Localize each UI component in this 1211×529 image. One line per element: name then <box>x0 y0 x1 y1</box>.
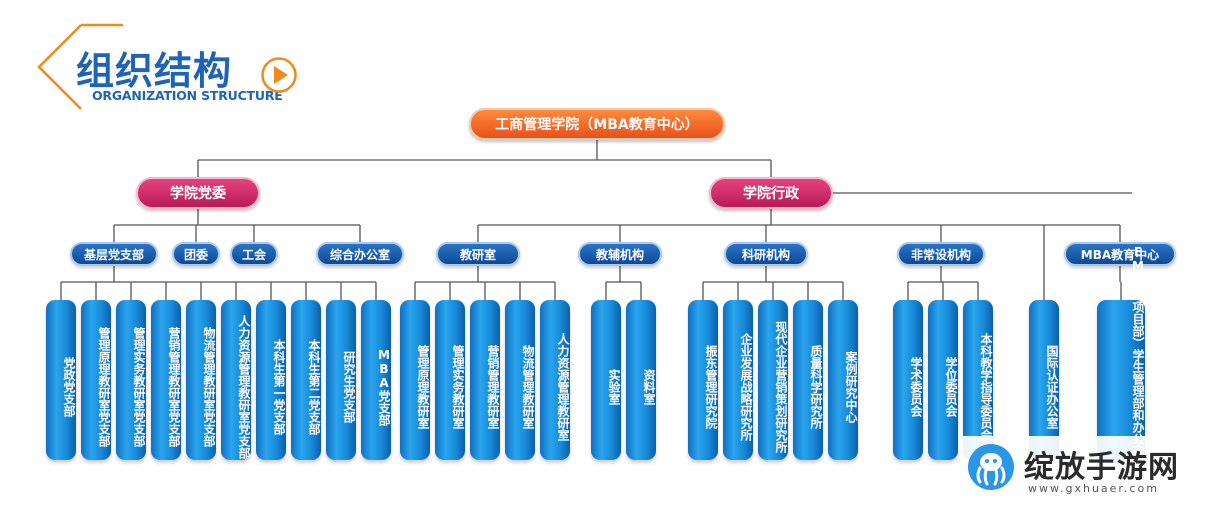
leaf-node: 企业发展战略研究所 <box>723 300 753 460</box>
leaf-node: 营销管理教研室党支部 <box>151 300 181 460</box>
root-node: 工商管理学院（MBA教育中心） <box>469 108 725 140</box>
leaf-node: 质量科学研究所 <box>793 300 823 460</box>
unit-node: 综合办公室 <box>316 242 404 266</box>
branch-node: 学院党委 <box>136 177 260 209</box>
leaf-node: 学术委员会 <box>893 300 923 460</box>
leaf-node: 资料室 <box>626 300 656 460</box>
leaf-node: 实验室 <box>591 300 621 460</box>
leaf-node: 营销管理教研室 <box>470 300 500 460</box>
play-icon[interactable] <box>260 56 298 94</box>
leaf-node: 振东管理研究院 <box>688 300 718 460</box>
leaf-node: 本科生第二党支部 <box>291 300 321 460</box>
watermark: 绽放手游网 www.gxhuaer.com <box>960 436 1210 500</box>
branch-node: 学院行政 <box>709 177 833 209</box>
watermark-name: 绽放手游网 <box>1024 450 1179 485</box>
unit-node: 团委 <box>172 242 220 266</box>
unit-node: 教研室 <box>436 242 520 266</box>
leaf-node: 现代企业营销策划研究所 <box>758 300 788 460</box>
leaf-node: 人力资源管理教研室 <box>540 300 570 460</box>
leaf-node: 人力资源管理教研室党支部 <box>221 300 251 460</box>
leaf-node: 研究生党支部 <box>326 300 356 460</box>
org-chart: 工商管理学院（MBA教育中心）学院党委学院行政基层党支部党政党支部管理原理教研室… <box>46 108 1176 529</box>
leaf-node: 本科生第一党支部 <box>256 300 286 460</box>
leaf-node: 物流管理教研室党支部 <box>186 300 216 460</box>
leaf-node: 管理实务教研室党支部 <box>116 300 146 460</box>
watermark-url: www.gxhuaer.com <box>1028 482 1159 495</box>
unit-node: 基层党支部 <box>70 242 158 266</box>
leaf-node: 管理原理教研室党支部 <box>81 300 111 460</box>
leaf-node: 管理原理教研室 <box>400 300 430 460</box>
unit-node: 教辅机构 <box>578 242 662 266</box>
leaf-node: 管理实务教研室 <box>435 300 465 460</box>
header: 组织结构 ORGANIZATION STRUCTURE <box>36 22 306 112</box>
leaf-node: 党政党支部 <box>46 300 76 460</box>
unit-node: 工会 <box>230 242 278 266</box>
page-subtitle: ORGANIZATION STRUCTURE <box>92 88 283 103</box>
leaf-node: MBA党支部 <box>361 300 391 460</box>
octopus-logo-icon <box>968 444 1014 490</box>
unit-node: 非常设机构 <box>897 242 985 266</box>
leaf-node: 物流管理教研室 <box>505 300 535 460</box>
leaf-node: EMBA项目部）学生管理部和办公室（教学管理部 <box>1097 245 1145 529</box>
unit-node: 科研机构 <box>724 242 808 266</box>
header-diamond-frame-icon <box>37 23 123 110</box>
leaf-node: 学位委员会 <box>928 300 958 460</box>
leaf-node: 本科教学指导委员会 <box>963 300 993 460</box>
unit-node: MBA教育中心 <box>1064 242 1176 266</box>
page-title: 组织结构 <box>76 49 233 93</box>
connector-lines <box>60 140 1132 300</box>
leaf-node: 国际认证办公室 <box>1029 300 1059 460</box>
leaf-node: 案例研究中心 <box>828 300 858 460</box>
